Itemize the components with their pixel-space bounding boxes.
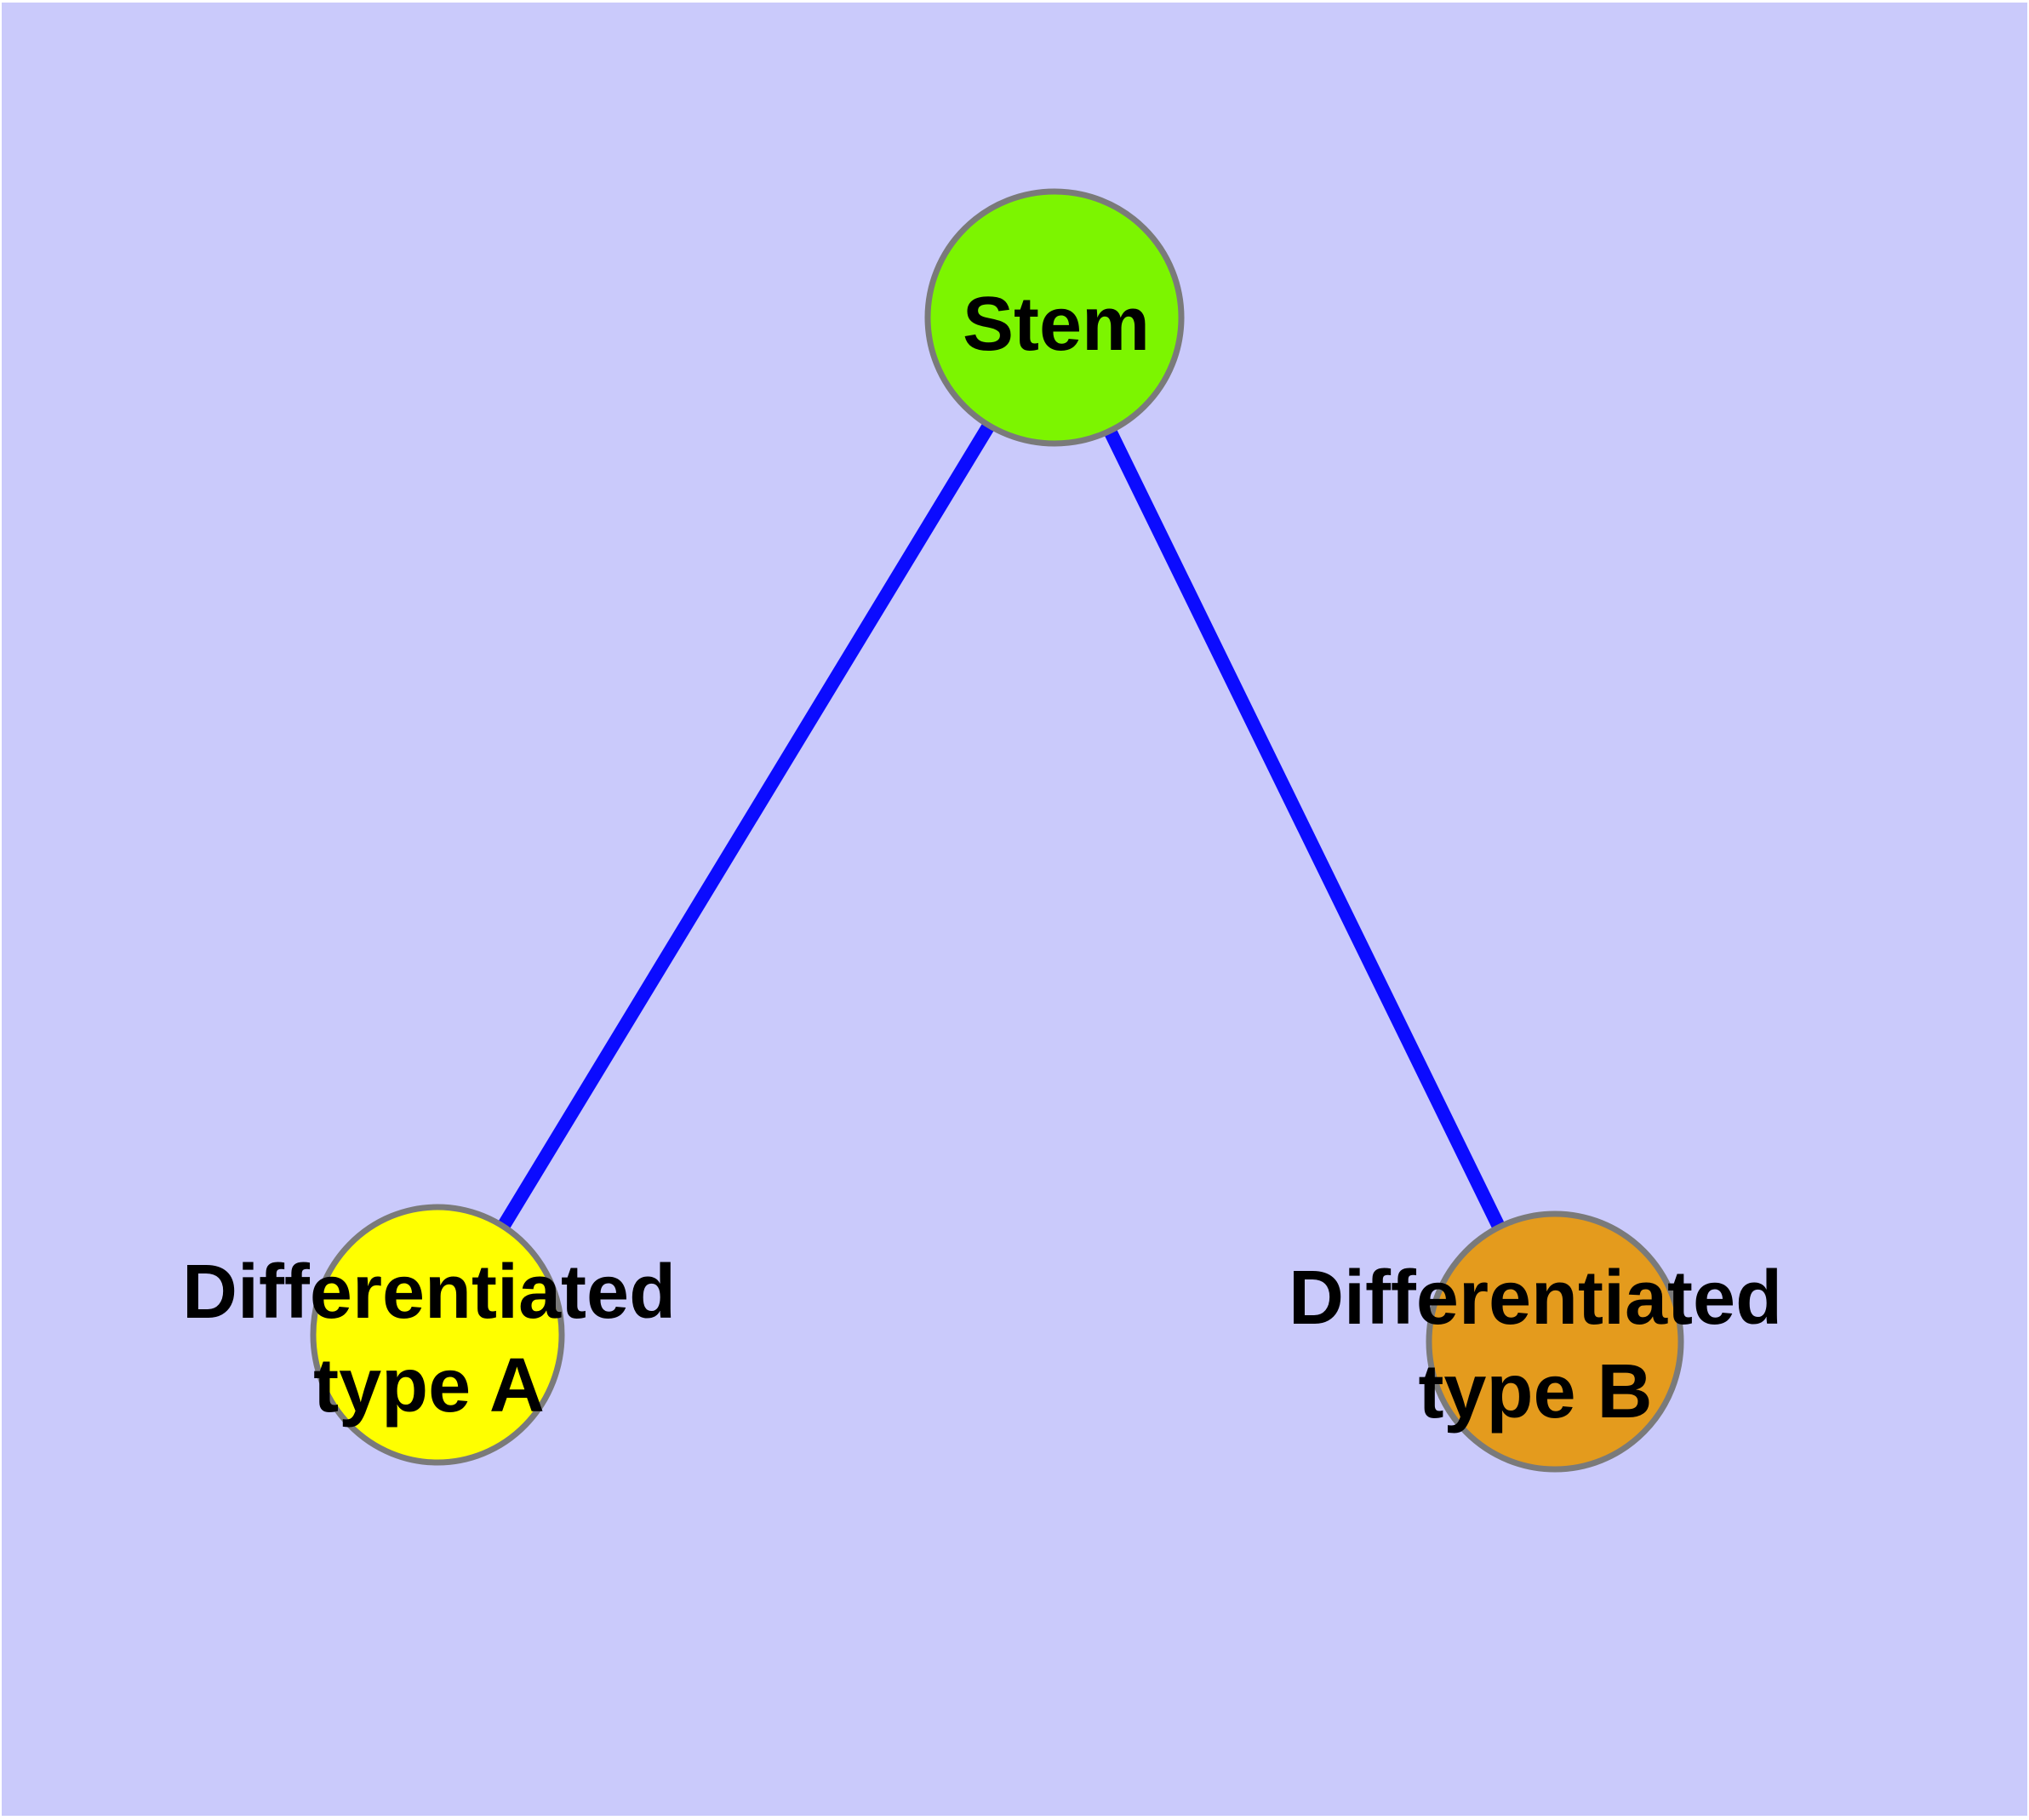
node-stem (924, 188, 1185, 447)
node-differentiated-type-a (310, 1204, 565, 1466)
edge-stem-to-type-a (432, 313, 1060, 1339)
edge-stem-to-type-b (1048, 314, 1562, 1345)
plot-background: Stem Differentiated type A Differentiate… (2, 3, 2027, 1816)
graph-svg (310, 188, 1684, 1473)
node-differentiated-type-b (1426, 1210, 1684, 1473)
